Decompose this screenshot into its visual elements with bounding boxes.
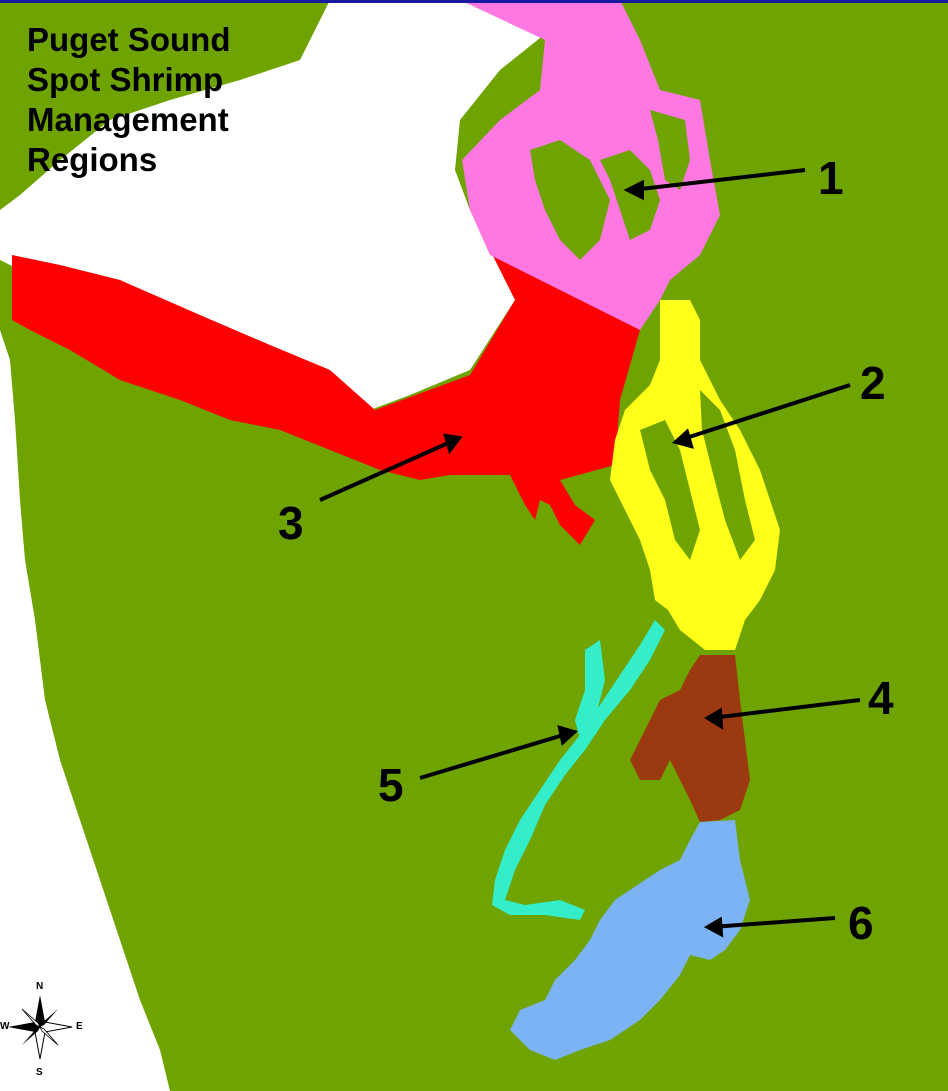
compass-rose: N S E W [0, 975, 90, 1085]
region-6-label: 6 [848, 897, 874, 949]
title-line-4: Regions [27, 141, 158, 178]
island-channels-2 [395, 120, 440, 210]
region-2-area [610, 300, 780, 650]
region-2-land [640, 390, 755, 560]
arrows [319, 168, 861, 938]
compass-n: N [36, 981, 44, 992]
title-line-3: Management [27, 101, 229, 138]
region-6-area [510, 820, 750, 1060]
region-5-label: 5 [378, 759, 404, 811]
title-line-1: Puget Sound [27, 21, 231, 58]
region-5-area [492, 620, 665, 920]
region-4-label: 4 [868, 672, 894, 724]
region-3-area [12, 250, 640, 545]
region-1-label: 1 [818, 152, 844, 204]
map-frame-top [0, 0, 948, 3]
region-4-area [630, 655, 750, 822]
compass-s: S [36, 1067, 43, 1078]
compass-icon [8, 995, 73, 1060]
compass-w: W [0, 1021, 10, 1032]
compass-e: E [76, 1021, 83, 1032]
region-2-label: 2 [860, 357, 886, 409]
region-3-label: 3 [278, 497, 304, 549]
region-1-islands [530, 110, 690, 260]
map-title: Puget Sound Spot Shrimp Management Regio… [27, 20, 230, 180]
title-line-2: Spot Shrimp [27, 61, 224, 98]
pacific-water [0, 330, 170, 1091]
